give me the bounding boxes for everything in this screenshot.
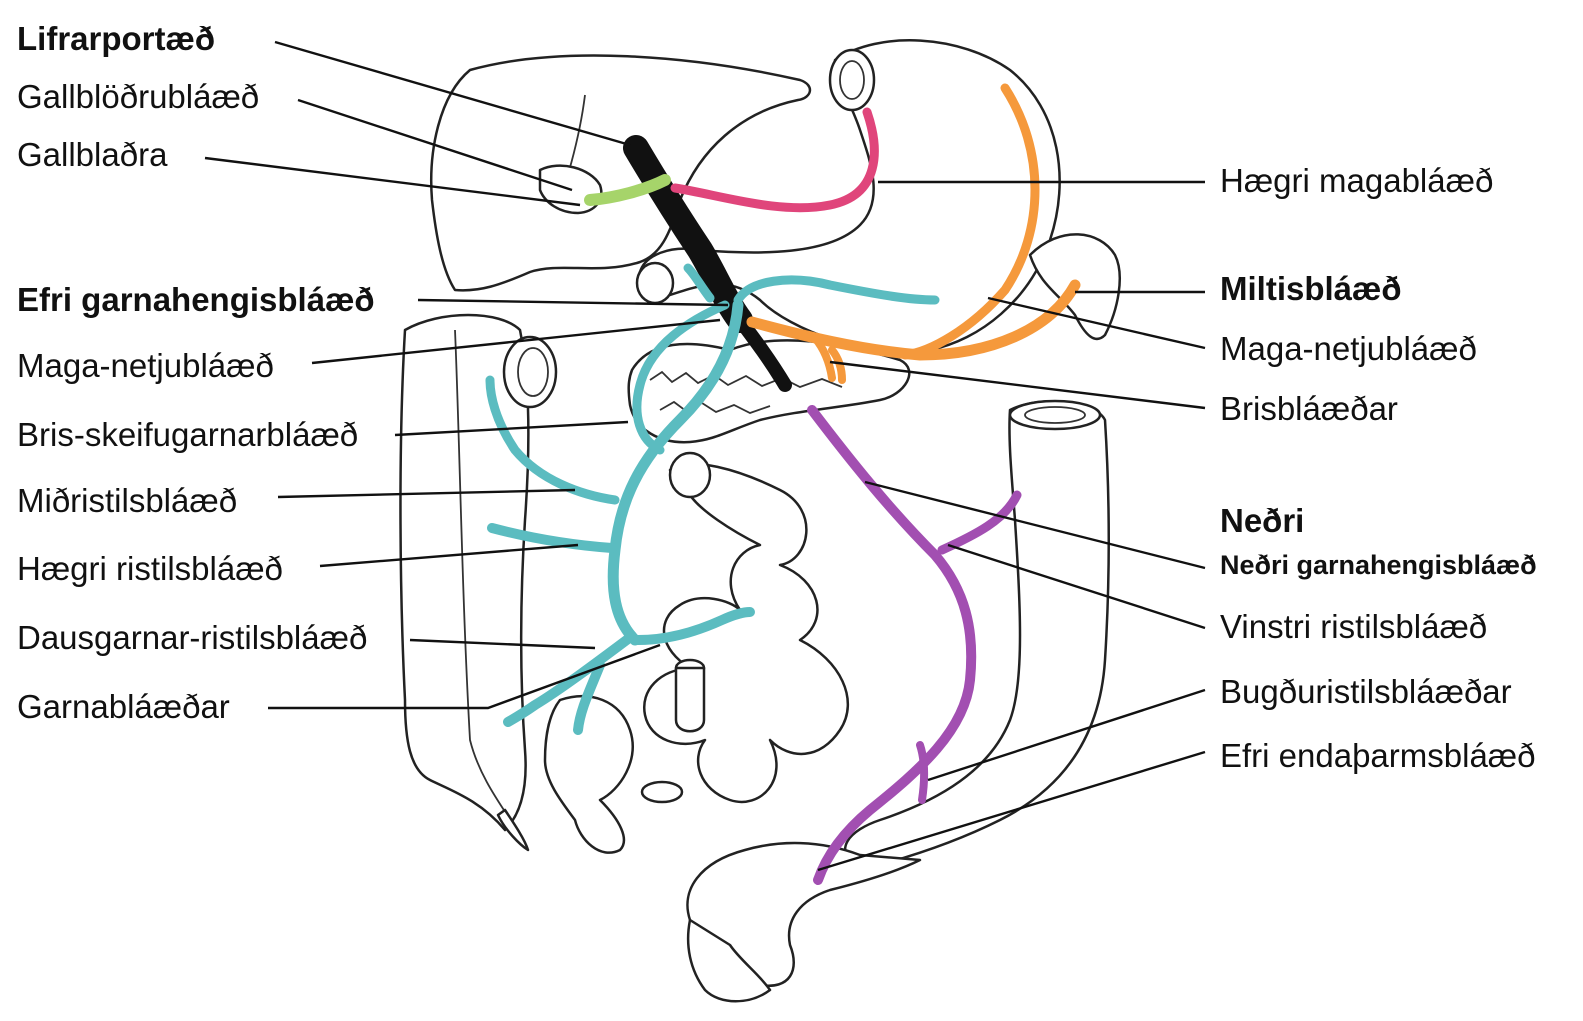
label-splenic-vein: Miltisbláæð (1220, 270, 1402, 307)
cystic-vein (584, 174, 671, 206)
pancreatic-veins (811, 334, 846, 384)
leader-right-colic (319, 543, 579, 568)
leader-superior-rectal (817, 750, 1206, 872)
label-right-colic-vein: Hægri ristilsbláæð (17, 550, 283, 587)
ileum-tube (674, 666, 706, 733)
label-left-colic-vein: Vinstri ristilsbláæð (1220, 608, 1487, 645)
leader-sigmoid (927, 688, 1206, 782)
leader-gallbladder (204, 156, 581, 207)
label-ileocolic-vein: Dausgarnar-ristilsbláæð (17, 619, 367, 656)
pancreas-texture (649, 370, 843, 414)
middle-colic-vein (485, 375, 620, 505)
gastroepiploic-vein-right (900, 83, 1040, 360)
leader-left-colic (947, 543, 1206, 630)
sigmoid-veins (916, 741, 929, 804)
superior-mesenteric-branch-upper (632, 263, 940, 455)
label-middle-colic-vein: Miðristilsbláæð (17, 482, 237, 519)
intestinal-veins (573, 607, 755, 735)
label-sigmoid-veins: Bugðuristilsbláæðar (1220, 673, 1512, 710)
superior-mesenteric-trunk (607, 299, 744, 646)
veins (485, 83, 1081, 885)
leader-pancreaticoduodenal (394, 420, 629, 437)
right-colic-vein (487, 523, 617, 553)
labels-right: Hægri magabláæð Miltisbláæð Maga-netjubl… (1220, 162, 1537, 774)
descending-colon-lumen (1024, 406, 1086, 424)
labels-left: Lifrarportæð Gallblöðrubláæð Gallblaðra … (17, 20, 375, 725)
small-intestine-lower (543, 695, 634, 854)
label-intestinal-veins: Garnabláæðar (17, 688, 230, 725)
label-cystic-vein: Gallblöðrubláæð (17, 78, 259, 115)
leader-gastroepiploic-right (987, 296, 1206, 350)
hepatic-portal-vein (623, 135, 753, 333)
label-superior-rectal-vein: Efri endaþarmsbláæð (1220, 737, 1536, 774)
label-gallbladder: Gallblaðra (17, 136, 168, 173)
label-gastroepiploic-vein-left: Maga-netjubláæð (17, 347, 274, 384)
bowel-opening-lower (640, 780, 684, 804)
leader-middle-colic (277, 488, 576, 499)
rectum (686, 918, 772, 1003)
duodenum-opening (635, 261, 675, 305)
leader-ileocolic (409, 638, 596, 650)
leader-hepatic-portal (274, 40, 631, 147)
label-inferior-mesenteric-vein: Neðri garnahengisbláæð (1220, 550, 1537, 580)
organs (399, 39, 1121, 1003)
label-pancreaticoduodenal-veins: Bris-skeifugarnarbláæð (17, 416, 358, 453)
label-superior-mesenteric-vein: Efri garnahengisbláæð (17, 281, 375, 318)
splenic-vein (746, 279, 1081, 361)
leader-pancreatic (829, 360, 1206, 410)
ileocolic-vein (503, 631, 637, 727)
hepatic-portal-vein-lower (733, 313, 792, 392)
ascending-colon-fold (454, 329, 521, 836)
leader-intestinal (268, 643, 661, 710)
label-inferior-heading: Neðri (1220, 502, 1304, 539)
leader-superior-mesenteric (417, 298, 729, 307)
right-gastric-vein (670, 107, 879, 213)
transverse-colon-lumen (517, 347, 549, 397)
esophagus-lumen (839, 60, 865, 100)
label-gastroepiploic-vein-right: Maga-netjubláæð (1220, 330, 1477, 367)
leader-gastroepiploic-left (311, 318, 721, 365)
appendix (496, 808, 530, 852)
inferior-mesenteric-vein (807, 405, 977, 885)
esophagus-opening (828, 48, 876, 112)
label-right-gastric-vein: Hægri magabláæð (1220, 162, 1493, 199)
descending-colon-opening (1008, 399, 1102, 431)
leader-cystic (297, 98, 573, 192)
label-hepatic-portal-vein: Lifrarportæð (17, 20, 215, 57)
leader-inferior-mesenteric (864, 480, 1206, 570)
label-pancreatic-veins: Brisbláæðar (1220, 390, 1398, 427)
leader-lines (204, 40, 1206, 872)
jejunum-opening (668, 451, 712, 499)
